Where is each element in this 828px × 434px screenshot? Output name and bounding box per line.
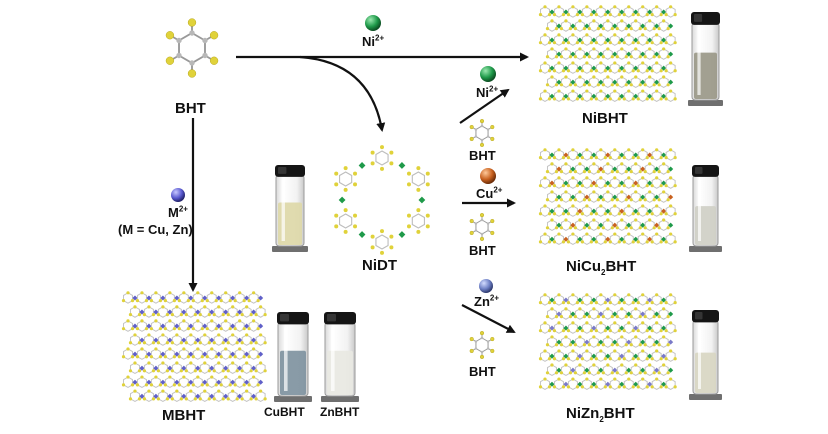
- zn-ion-sphere-icon: [479, 279, 493, 293]
- nidt-label: NiDT: [362, 257, 397, 274]
- bht-reagent-label: BHT: [469, 364, 496, 379]
- ni-ion-sphere-icon: [480, 66, 496, 82]
- bht-reagent-label: BHT: [469, 148, 496, 163]
- nibht-vial-icon: [688, 12, 723, 106]
- nibht-network-icon: [538, 5, 677, 103]
- ni-ion-label: Ni2+: [476, 84, 499, 100]
- m-condition-label: (M = Cu, Zn): [118, 222, 193, 237]
- m-ion-sphere-icon: [171, 188, 185, 202]
- znbht-vial-icon: [321, 312, 359, 402]
- bht-reagent-molecule-icon: [469, 119, 495, 147]
- nidt-vial-icon: [272, 165, 308, 252]
- nizn2bht-network-icon: [538, 293, 677, 391]
- arrow-nidt-to-nibht: [459, 88, 510, 124]
- bht-label: BHT: [175, 100, 206, 117]
- nizn2bht-vial-icon: [689, 310, 722, 400]
- nicu2bht-vial-icon: [689, 165, 722, 252]
- cubht-vial-icon: [274, 312, 312, 402]
- nibht-label: NiBHT: [582, 110, 628, 127]
- mbht-network-icon: [121, 291, 267, 403]
- nizn2bht-label: NiZn2BHT: [566, 405, 635, 424]
- cu-ion-sphere-icon: [480, 168, 496, 184]
- arrow-nidt-to-nizn2bht: [461, 304, 516, 333]
- nidt-ring-icon: [334, 145, 430, 255]
- bht-reagent-molecule-icon: [469, 331, 495, 359]
- reaction-arrows: [188, 52, 529, 333]
- ni-ion-label: Ni2+: [362, 33, 385, 49]
- ni-ion-sphere-icon: [365, 15, 381, 31]
- nicu2bht-network-icon: [538, 148, 677, 246]
- nicu2bht-label: NiCu2BHT: [566, 258, 637, 277]
- cu-ion-label: Cu2+: [476, 185, 503, 201]
- znbht-label: ZnBHT: [320, 405, 360, 419]
- mbht-label: MBHT: [162, 407, 206, 424]
- bht-reagent-label: BHT: [469, 243, 496, 258]
- cubht-label: CuBHT: [264, 405, 305, 419]
- bht-molecule-icon: [165, 18, 219, 78]
- bht-reagent-molecule-icon: [469, 213, 495, 241]
- arrow-to-nidt: [299, 55, 386, 132]
- zn-ion-label: Zn2+: [474, 293, 500, 309]
- m-ion-label: M2+: [168, 204, 188, 220]
